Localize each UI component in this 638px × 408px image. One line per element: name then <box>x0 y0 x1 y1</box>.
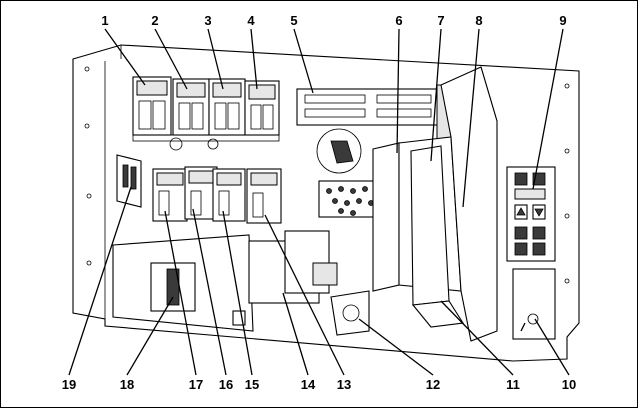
callout-17: 17 <box>189 377 203 392</box>
top-relay-bank <box>132 76 280 151</box>
callout-18: 18 <box>120 377 134 392</box>
control-keypad <box>506 166 556 262</box>
side-terminal-block <box>116 154 142 208</box>
callout-1: 1 <box>101 13 108 28</box>
callout-6: 6 <box>395 13 402 28</box>
callout-12: 12 <box>426 377 440 392</box>
center-terminal-block <box>318 180 380 218</box>
callout-7: 7 <box>437 13 444 28</box>
callout-2: 2 <box>151 13 158 28</box>
callout-3: 3 <box>204 13 211 28</box>
callout-16: 16 <box>219 377 233 392</box>
callout-15: 15 <box>245 377 259 392</box>
leader-lines <box>68 28 570 376</box>
rotary-switch <box>316 128 362 174</box>
lower-tray <box>112 230 338 332</box>
key-switch-plate <box>512 268 556 340</box>
mounting-bracket <box>330 290 370 336</box>
bottom-relay-bank <box>152 166 282 224</box>
callout-5: 5 <box>290 13 297 28</box>
callout-19: 19 <box>62 377 76 392</box>
terminal-strip <box>296 84 452 148</box>
callout-11: 11 <box>506 377 520 392</box>
callout-labels: 1 2 3 4 5 6 7 8 9 10 11 12 13 14 15 16 1… <box>62 13 576 392</box>
callout-14: 14 <box>301 377 316 392</box>
callout-10: 10 <box>562 377 576 392</box>
callout-4: 4 <box>247 13 255 28</box>
callout-8: 8 <box>475 13 482 28</box>
callout-9: 9 <box>559 13 566 28</box>
power-supply-enclosure <box>372 66 498 342</box>
callout-13: 13 <box>337 377 351 392</box>
